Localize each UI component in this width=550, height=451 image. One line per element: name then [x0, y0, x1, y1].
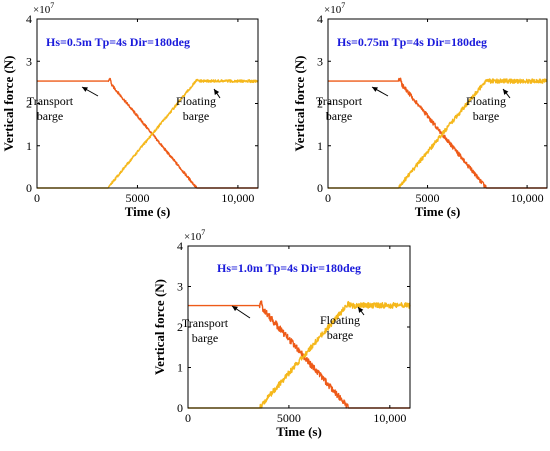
x-axis-label: Time (s)	[415, 204, 461, 219]
x-axis-label: Time (s)	[276, 424, 322, 439]
y-tick-label: 3	[317, 54, 323, 68]
series-annotation-line: barge	[473, 109, 499, 123]
x-axis-label: Time (s)	[125, 204, 171, 219]
series-annotation-line: barge	[326, 109, 352, 123]
y-tick-label: 2	[26, 97, 32, 111]
annotation-arrow-head	[358, 307, 364, 313]
series-annotation-line: Transport	[27, 94, 74, 108]
x-tick-label: 0	[185, 411, 191, 425]
x-tick-label: 10,000	[373, 411, 406, 425]
y-tick-label: 4	[26, 12, 32, 26]
y-tick-label: 0	[317, 181, 323, 195]
series-annotation-line: Floating	[320, 313, 360, 327]
series-annotation-line: barge	[37, 109, 63, 123]
y-tick-label: 4	[317, 12, 323, 26]
y-multiplier: ×107	[33, 1, 54, 16]
y-tick-label: 0	[177, 401, 183, 415]
annotation-arrow-head	[503, 89, 509, 95]
y-axis-label: Vertical force (N)	[1, 55, 16, 151]
y-multiplier-exponent: 7	[50, 1, 54, 10]
y-multiplier-base: ×10	[33, 4, 51, 16]
annotation-arrow-head	[372, 87, 378, 92]
series-annotation-line: Floating	[176, 94, 216, 108]
y-tick-label: 3	[177, 280, 183, 294]
x-tick-label: 5000	[277, 411, 301, 425]
series-annotation-line: barge	[327, 328, 353, 342]
x-tick-label: 0	[325, 191, 331, 205]
y-multiplier-exponent: 7	[201, 228, 205, 237]
x-tick-label: 10,000	[221, 191, 254, 205]
x-tick-label: 10,000	[511, 191, 544, 205]
annotation-arrow-head	[82, 87, 88, 92]
y-axis-label: Vertical force (N)	[152, 279, 167, 375]
series-annotation-line: barge	[192, 331, 218, 345]
y-tick-label: 4	[177, 239, 183, 253]
x-tick-label: 5000	[416, 191, 440, 205]
sea-state-annotation: Hs=0.5m Tp=4s Dir=180deg	[46, 35, 190, 49]
y-multiplier-base: ×10	[324, 4, 342, 16]
y-multiplier-exponent: 7	[341, 1, 345, 10]
y-tick-label: 1	[177, 361, 183, 375]
sea-state-annotation: Hs=1.0m Tp=4s Dir=180deg	[217, 261, 361, 275]
sea-state-annotation: Hs=0.75m Tp=4s Dir=180deg	[337, 35, 487, 49]
y-tick-label: 3	[26, 54, 32, 68]
annotation-arrow-head	[232, 306, 238, 312]
y-tick-label: 1	[26, 139, 32, 153]
series-annotation-line: barge	[183, 109, 209, 123]
annotation-arrow-head	[214, 89, 220, 95]
y-tick-label: 2	[177, 320, 183, 334]
series-annotation-line: Transport	[316, 94, 363, 108]
y-multiplier: ×107	[184, 228, 205, 243]
y-multiplier-base: ×10	[184, 231, 202, 243]
y-tick-label: 1	[317, 139, 323, 153]
y-axis-label: Vertical force (N)	[292, 55, 307, 151]
x-tick-label: 0	[34, 191, 40, 205]
x-tick-label: 5000	[125, 191, 149, 205]
y-tick-label: 2	[317, 97, 323, 111]
y-tick-label: 0	[26, 181, 32, 195]
series-annotation-line: Transport	[182, 316, 229, 330]
y-multiplier: ×107	[324, 1, 345, 16]
series-annotation-line: Floating	[466, 94, 506, 108]
